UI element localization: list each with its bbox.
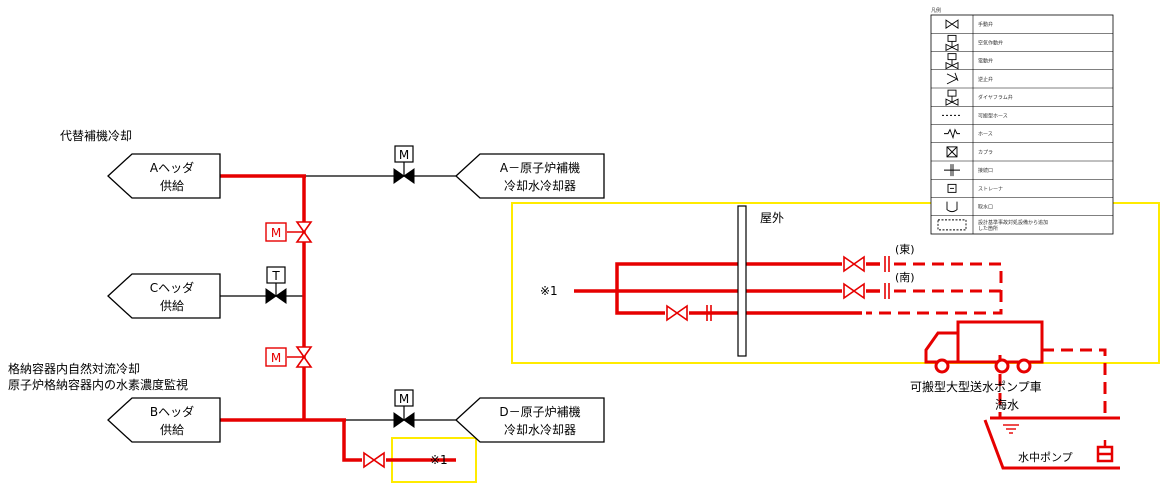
legend-label: ホース — [978, 132, 993, 138]
legend-label: 接続口 — [978, 167, 993, 174]
motor-valve-icon — [945, 53, 959, 70]
header-b-box: Bヘッダ 供給 — [107, 397, 221, 443]
water-intake-icon — [946, 201, 958, 213]
svg-text:Cヘッダ: Cヘッダ — [150, 280, 194, 295]
svg-text:供給: 供給 — [160, 423, 184, 437]
note-mark-right: ※1 — [540, 284, 558, 298]
coupling-icon — [946, 146, 958, 158]
legend-label: 可搬型ホース — [978, 112, 1008, 119]
svg-text:D－原子炉補機: D－原子炉補機 — [499, 404, 580, 419]
legend-label: カプラ — [978, 150, 993, 156]
note-mark-bottom: ※1 — [430, 453, 448, 467]
added-area-icon — [937, 219, 967, 231]
south-label: (南) — [895, 271, 915, 284]
air-operated-valve-icon — [945, 34, 959, 52]
svg-text:M: M — [271, 226, 281, 240]
legend-title: 凡例 — [931, 7, 941, 14]
svg-text:Bヘッダ: Bヘッダ — [150, 404, 194, 419]
hose-lines — [866, 262, 1107, 418]
outdoor-label: 屋外 — [760, 211, 784, 225]
legend-label: 空気作動弁 — [978, 39, 1003, 46]
water-level-icon — [1003, 424, 1019, 434]
svg-text:冷却水冷却器: 冷却水冷却器 — [504, 179, 576, 193]
check-valve-icon — [946, 72, 959, 85]
actuator-m-top: M — [399, 148, 409, 162]
sea-basin — [983, 416, 1120, 470]
seawater-label: 海水 — [995, 397, 1019, 412]
legend-label: 手動弁 — [978, 21, 993, 28]
svg-text:M: M — [271, 351, 281, 365]
legend-label: 電動弁 — [978, 58, 993, 65]
legend-label: 取水口 — [978, 204, 993, 211]
manual-valves — [362, 256, 866, 468]
header-a-box: Aヘッダ 供給 — [107, 153, 221, 199]
header-c-box: Cヘッダ 供給 — [107, 273, 221, 319]
pump-truck-icon — [924, 320, 1044, 374]
legend-label: 逆止弁 — [978, 76, 993, 83]
diaphragm-valve-icon — [945, 89, 959, 106]
outdoor-highlight-box — [511, 202, 1160, 364]
legend-label: ダイヤフラム弁 — [978, 94, 1013, 101]
hydrogen-monitor-label: 原子炉格納容器内の水素濃度監視 — [8, 377, 188, 392]
outdoor-wall — [737, 205, 747, 357]
actuator-t-mid: T — [271, 269, 280, 283]
temp-valve-c-header: T — [265, 266, 287, 304]
svg-text:冷却水冷却器: 冷却水冷却器 — [504, 423, 576, 437]
submersible-pump-icon — [1096, 440, 1114, 463]
alt-cooling-label: 代替補機冷却 — [60, 128, 132, 143]
legend: 凡例 手動弁空気作動弁電動弁逆止弁ダイヤフラム弁可搬型ホースホースカプラ接続口ス… — [930, 7, 1114, 235]
pump-truck-label: 可搬型大型送水ポンプ車 — [910, 379, 1042, 394]
cooler-d-box: D－原子炉補機 冷却水冷却器 — [455, 397, 605, 443]
connection-port-icon — [944, 164, 960, 177]
couplings — [706, 256, 890, 321]
motor-valve-d-cooler: M — [393, 389, 415, 428]
natural-cooling-label: 格納容器内自然対流冷却 — [8, 361, 140, 376]
motor-valve-upper: M — [265, 221, 312, 243]
svg-text:供給: 供給 — [160, 299, 184, 313]
manual-valve-icon — [945, 19, 959, 29]
actuator-m-bottom: M — [399, 392, 409, 406]
svg-text:A－原子炉補機: A－原子炉補機 — [500, 160, 580, 175]
motor-valve-a-cooler: M — [393, 145, 415, 184]
hose-icon — [944, 128, 960, 140]
east-label: (東) — [895, 243, 915, 256]
motor-valve-lower: M — [265, 346, 312, 368]
legend-label: ストレーナ — [978, 186, 1003, 192]
strainer-icon — [947, 183, 957, 193]
black-pipes — [220, 175, 456, 421]
svg-text:Aヘッダ: Aヘッダ — [150, 160, 194, 175]
legend-label-cont: した箇所 — [978, 225, 998, 232]
svg-text:供給: 供給 — [160, 179, 184, 193]
submersible-pump-label: 水中ポンプ — [1018, 451, 1073, 464]
cooler-a-box: A－原子炉補機 冷却水冷却器 — [455, 153, 605, 199]
legend-label: 設計基準事故対処設備から追加 — [978, 219, 1048, 226]
